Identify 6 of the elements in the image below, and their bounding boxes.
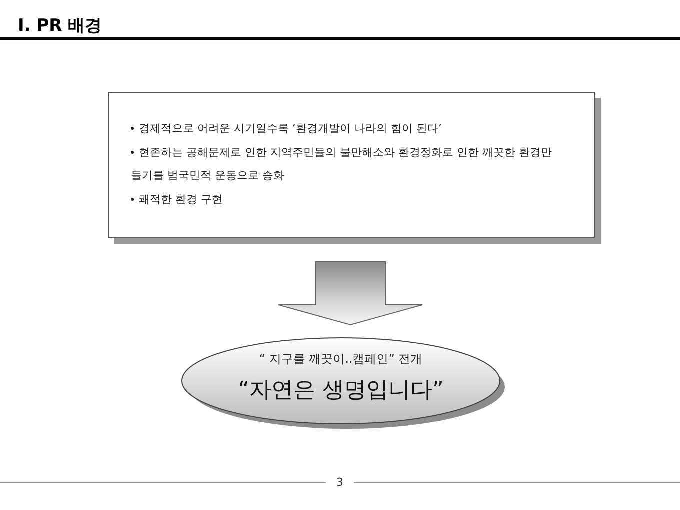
bullet-text: 경제적으로 어려운 시기일수록 ‘환경개발이 나라의 힘이 된다’ [131,117,561,140]
page-number: 3 [336,476,344,489]
bullet-text: 현존하는 공해문제로 인한 지역주민들의 불만해소와 환경정화로 인한 깨끗한 환경만들기를 범국민적 운동으로 승화 [131,145,553,184]
block-arrow [278,262,423,326]
bullet-text: 쾌적한 환경 구현 [131,188,561,211]
page-title: Ⅰ. PR 배경 [18,15,102,37]
